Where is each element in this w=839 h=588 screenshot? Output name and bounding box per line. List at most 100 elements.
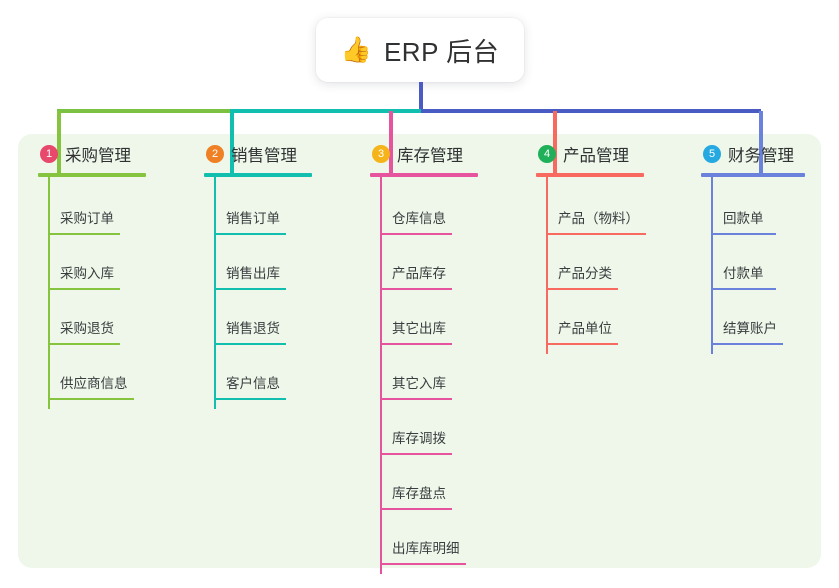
- branch-items: 采购订单采购入库采购退货供应商信息: [38, 177, 146, 415]
- branch-item-underline: [214, 288, 286, 290]
- branch-item[interactable]: 销售退货: [204, 305, 312, 360]
- branch-item-label: 其它出库: [392, 321, 446, 336]
- stub-connector-4: [553, 111, 557, 173]
- branch-item[interactable]: 产品（物料）: [536, 195, 646, 250]
- bus-segment-teal: [230, 109, 421, 113]
- branch-spine: [711, 177, 713, 354]
- branch-items: 回款单付款单结算账户: [701, 177, 805, 360]
- bus-segment-indigo: [421, 109, 761, 113]
- branch-item-label: 出库库明细: [392, 541, 460, 556]
- branch-spine: [546, 177, 548, 354]
- branch-title: 财务管理: [728, 147, 794, 165]
- branch-title: 库存管理: [397, 147, 463, 165]
- branch-item-underline: [380, 233, 452, 235]
- branch-item[interactable]: 库存调拨: [370, 415, 478, 470]
- stub-connector-1: [57, 111, 61, 173]
- branch-item-label: 付款单: [723, 266, 764, 281]
- branch-column-5[interactable]: 5 财务管理回款单付款单结算账户: [701, 140, 805, 360]
- branch-number-badge: 5: [703, 145, 721, 163]
- branch-item-underline: [546, 343, 618, 345]
- branch-item-label: 销售退货: [226, 321, 280, 336]
- root-title-card[interactable]: 👍 ERP 后台: [316, 18, 524, 82]
- branch-item-underline: [48, 343, 120, 345]
- branch-item-underline: [380, 398, 452, 400]
- branch-item-underline: [380, 563, 466, 565]
- branch-item-label: 销售订单: [226, 211, 280, 226]
- branch-item-label: 回款单: [723, 211, 764, 226]
- branch-item-underline: [48, 398, 134, 400]
- branch-item-underline: [711, 233, 776, 235]
- branch-underline: [204, 173, 312, 177]
- branch-item-underline: [546, 288, 618, 290]
- branch-item-underline: [214, 343, 286, 345]
- branch-header-1[interactable]: 1 采购管理: [38, 140, 146, 168]
- branch-spine: [380, 177, 382, 574]
- trunk-connector: [419, 82, 423, 112]
- branch-number-badge: 2: [206, 145, 224, 163]
- branch-item-label: 产品库存: [392, 266, 446, 281]
- branch-item[interactable]: 产品单位: [536, 305, 644, 360]
- branch-items: 销售订单销售出库销售退货客户信息: [204, 177, 312, 415]
- stub-connector-5: [759, 111, 763, 173]
- branch-item[interactable]: 库存盘点: [370, 470, 478, 525]
- branch-column-4[interactable]: 4 产品管理产品（物料） 产品分类产品单位: [536, 140, 646, 360]
- branch-column-1[interactable]: 1 采购管理采购订单采购入库采购退货供应商信息: [38, 140, 146, 415]
- branch-item-label: 供应商信息: [60, 376, 128, 391]
- branch-item[interactable]: 销售出库: [204, 250, 312, 305]
- branch-item-label: 采购退货: [60, 321, 114, 336]
- branch-item[interactable]: 采购退货: [38, 305, 146, 360]
- branch-item[interactable]: 供应商信息: [38, 360, 146, 415]
- branch-item-label: 库存盘点: [392, 486, 446, 501]
- branch-underline: [536, 173, 644, 177]
- branch-items: 产品（物料） 产品分类产品单位: [536, 177, 646, 360]
- branch-item[interactable]: 客户信息: [204, 360, 312, 415]
- branch-item-label: 采购入库: [60, 266, 114, 281]
- branch-title: 采购管理: [65, 147, 131, 165]
- branch-item-label: 采购订单: [60, 211, 114, 226]
- branch-number-badge: 4: [538, 145, 556, 163]
- branch-item-label: 仓库信息: [392, 211, 446, 226]
- branch-item[interactable]: 销售订单: [204, 195, 312, 250]
- branch-number-badge: 3: [372, 145, 390, 163]
- branch-item[interactable]: 产品库存: [370, 250, 478, 305]
- branch-item[interactable]: 付款单: [701, 250, 805, 305]
- branch-item-label: 销售出库: [226, 266, 280, 281]
- branch-item[interactable]: 结算账户: [701, 305, 805, 360]
- branch-header-5[interactable]: 5 财务管理: [701, 140, 805, 168]
- branch-item[interactable]: 其它出库: [370, 305, 478, 360]
- branch-item-underline: [711, 343, 783, 345]
- branch-item-underline: [380, 453, 452, 455]
- branch-item[interactable]: 回款单: [701, 195, 805, 250]
- branch-spine: [214, 177, 216, 409]
- branch-item[interactable]: 其它入库: [370, 360, 478, 415]
- branch-item[interactable]: 仓库信息: [370, 195, 478, 250]
- branch-item[interactable]: 采购入库: [38, 250, 146, 305]
- branch-header-3[interactable]: 3 库存管理: [370, 140, 478, 168]
- branch-item-underline: [214, 233, 286, 235]
- branch-item-underline: [48, 233, 120, 235]
- branch-item-label: 客户信息: [226, 376, 280, 391]
- branch-item-label: 产品单位: [558, 321, 612, 336]
- branch-title: 产品管理: [563, 147, 629, 165]
- branch-item-label: 其它入库: [392, 376, 446, 391]
- branch-item-underline: [546, 233, 646, 235]
- stub-connector-2: [230, 111, 234, 173]
- branch-item[interactable]: 采购订单: [38, 195, 146, 250]
- branch-item-underline: [48, 288, 120, 290]
- branch-item-label: 产品分类: [558, 266, 612, 281]
- branch-number-badge: 1: [40, 145, 58, 163]
- branch-item[interactable]: 产品分类: [536, 250, 644, 305]
- branch-item[interactable]: 出库库明细: [370, 525, 478, 580]
- branch-item-underline: [380, 343, 452, 345]
- branch-spine: [48, 177, 50, 409]
- branch-header-4[interactable]: 4 产品管理: [536, 140, 644, 168]
- branches-panel: [18, 134, 821, 568]
- branch-item-underline: [380, 508, 452, 510]
- branch-column-3[interactable]: 3 库存管理仓库信息产品库存其它出库其它入库库存调拨库存盘点出库库明细: [370, 140, 478, 580]
- branch-underline: [701, 173, 805, 177]
- branch-underline: [38, 173, 146, 177]
- branch-item-label: 结算账户: [723, 321, 777, 336]
- branch-items: 仓库信息产品库存其它出库其它入库库存调拨库存盘点出库库明细: [370, 177, 478, 580]
